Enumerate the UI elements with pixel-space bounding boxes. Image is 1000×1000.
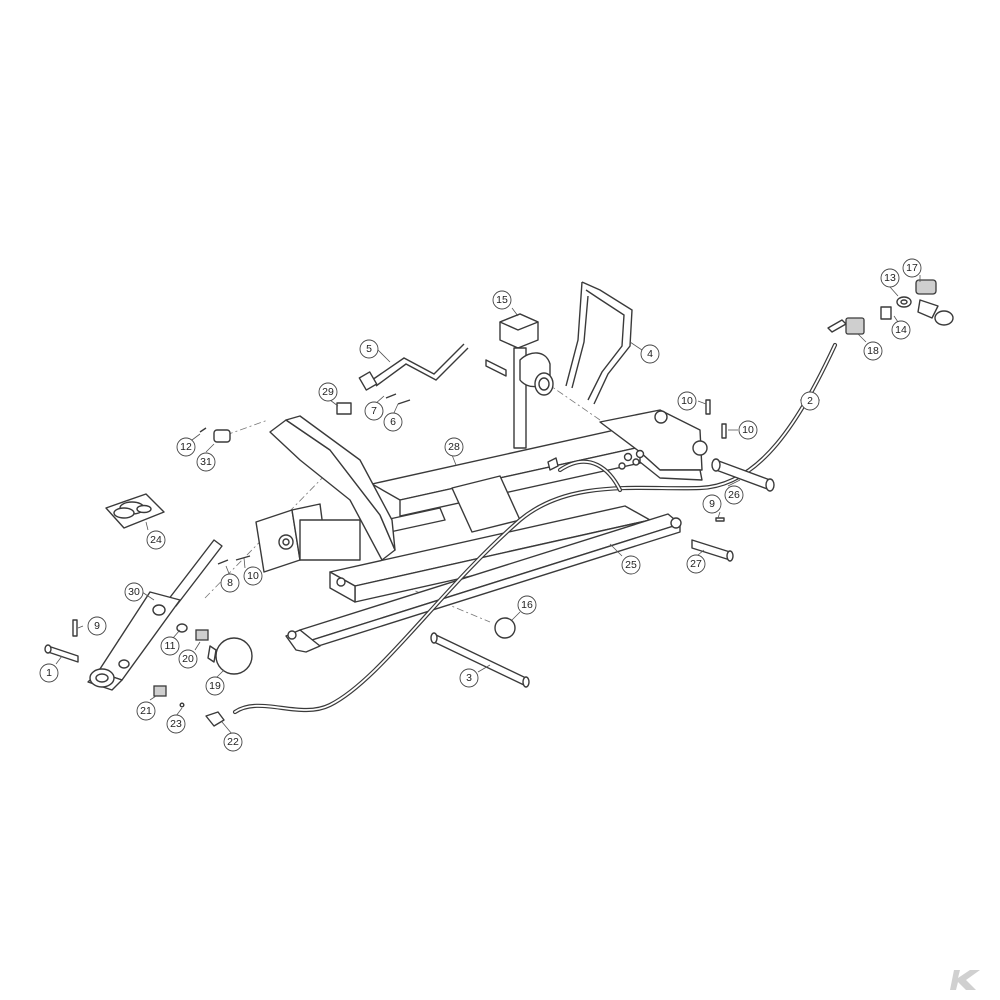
svg-text:19: 19: [209, 680, 221, 692]
svg-text:3: 3: [466, 672, 472, 684]
callout-21: 21: [136, 701, 156, 721]
svg-text:20: 20: [182, 653, 194, 665]
callout-24: 24: [146, 530, 166, 550]
svg-text:10: 10: [681, 395, 693, 407]
svg-text:16: 16: [521, 599, 533, 611]
svg-text:10: 10: [247, 570, 259, 582]
callout-17: 17: [902, 258, 922, 278]
pins: [430, 458, 775, 688]
svg-text:27: 27: [690, 558, 702, 570]
svg-text:9: 9: [94, 620, 100, 632]
svg-text:12: 12: [180, 441, 192, 453]
callout-27: 27: [686, 554, 706, 574]
callout-28: 28: [444, 437, 464, 457]
cap: [494, 617, 516, 639]
callout-16: 16: [517, 595, 537, 615]
main-frame: [255, 409, 708, 603]
callout-12: 12: [176, 437, 196, 457]
callout-8: 8: [220, 573, 240, 593]
hydraulic-cylinder: [87, 539, 223, 691]
svg-text:7: 7: [371, 405, 377, 417]
callout-9-left: 9: [87, 616, 107, 636]
callout-25: 25: [621, 555, 641, 575]
svg-text:17: 17: [906, 262, 918, 274]
lower-bar: [285, 513, 682, 653]
svg-text:5: 5: [366, 343, 372, 355]
coupler-fittings: [827, 279, 954, 335]
callout-23: 23: [166, 714, 186, 734]
svg-text:15: 15: [496, 294, 508, 306]
callout-19: 19: [205, 676, 225, 696]
callout-7: 7: [364, 401, 384, 421]
seal-kit: [105, 493, 165, 529]
callout-11: 11: [160, 636, 180, 656]
callout-15: 15: [492, 290, 512, 310]
svg-text:1: 1: [46, 667, 52, 679]
svg-text:24: 24: [150, 534, 162, 546]
svg-text:21: 21: [140, 705, 152, 717]
callout-10-top: 10: [677, 391, 697, 411]
callout-13: 13: [880, 268, 900, 288]
svg-text:4: 4: [647, 348, 653, 360]
svg-text:8: 8: [227, 577, 233, 589]
svg-text:23: 23: [170, 718, 182, 730]
callout-26: 26: [724, 485, 744, 505]
callout-10-right: 10: [738, 420, 758, 440]
callout-10-left: 10: [243, 566, 263, 586]
svg-text:29: 29: [322, 386, 334, 398]
callout-31: 31: [196, 452, 216, 472]
svg-text:31: 31: [200, 456, 212, 468]
callout-2: 2: [800, 391, 820, 411]
callout-3: 3: [459, 668, 479, 688]
callout-14: 14: [891, 320, 911, 340]
callout-20: 20: [178, 649, 198, 669]
small-parts: [199, 393, 727, 565]
jack-stand: [485, 313, 554, 449]
svg-text:30: 30: [128, 586, 140, 598]
svg-text:6: 6: [390, 416, 396, 428]
svg-text:10: 10: [742, 424, 754, 436]
callout-30: 30: [124, 582, 144, 602]
svg-text:25: 25: [625, 559, 637, 571]
svg-text:18: 18: [867, 345, 879, 357]
pin-1: [44, 619, 79, 663]
hydraulic-hose: [232, 342, 838, 715]
handle: [565, 281, 633, 405]
callout-22: 22: [223, 732, 243, 752]
svg-text:2: 2: [807, 395, 813, 407]
fittings: [153, 623, 253, 727]
svg-text:28: 28: [448, 441, 460, 453]
callout-18: 18: [863, 341, 883, 361]
svg-text:13: 13: [884, 272, 896, 284]
callouts: 1 2 3 4 5 6 7 8 9 9 10 10 10 10 11 12 13…: [39, 258, 922, 752]
svg-text:22: 22: [227, 736, 239, 748]
svg-text:26: 26: [728, 489, 740, 501]
callout-29: 29: [318, 382, 338, 402]
crank-rod: [358, 343, 469, 391]
callout-1: 1: [39, 663, 59, 683]
callout-4: 4: [640, 344, 660, 364]
callout-6: 6: [383, 412, 403, 432]
svg-text:9: 9: [709, 498, 715, 510]
callout-9-right: 9: [702, 494, 722, 514]
svg-text:11: 11: [165, 640, 176, 652]
kramp-k-logo-icon: [950, 970, 980, 990]
callout-5: 5: [359, 339, 379, 359]
svg-text:14: 14: [895, 324, 907, 336]
